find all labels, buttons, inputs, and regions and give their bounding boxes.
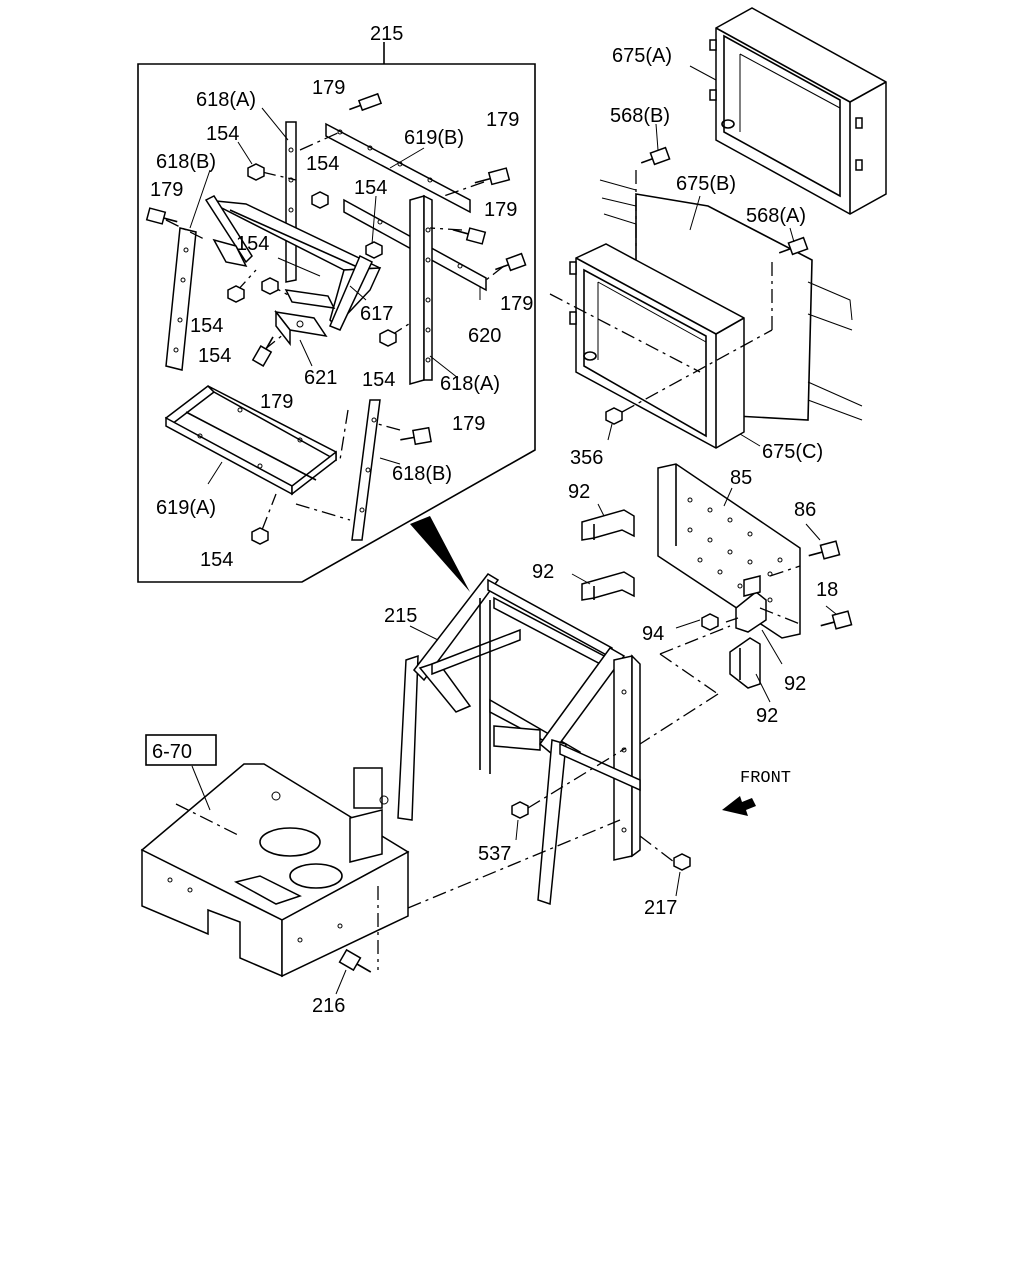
box-label-6-70 — [145, 734, 217, 811]
front-arrow-icon — [722, 796, 756, 816]
label-front: FRONT — [740, 769, 791, 788]
label-94: 94 — [642, 623, 664, 645]
frame-fasteners — [409, 625, 691, 897]
label-568a: 568(A) — [746, 205, 806, 227]
label-215-top: 215 — [370, 23, 403, 45]
label-356: 356 — [570, 447, 603, 469]
label-618b: 618(B) — [156, 151, 216, 173]
label-568b: 568(B) — [610, 105, 670, 127]
base-frame-6-70 — [140, 763, 621, 978]
plate-85 — [657, 463, 801, 639]
label-217: 217 — [644, 897, 677, 919]
label-179: 179 — [484, 199, 517, 221]
label-620: 620 — [468, 325, 501, 347]
stay-618b-left — [165, 227, 197, 371]
label-85: 85 — [730, 467, 752, 489]
stay-618b-lower — [351, 399, 381, 541]
plate-fasteners — [571, 487, 853, 745]
box-fasteners — [549, 65, 809, 447]
stay-618a-right — [409, 194, 433, 385]
label-18: 18 — [816, 579, 838, 601]
brackets-92 — [581, 509, 767, 689]
label-92: 92 — [532, 561, 554, 583]
label-154: 154 — [354, 177, 387, 199]
stay-618a-upper — [285, 121, 297, 283]
label-154: 154 — [236, 233, 269, 255]
label-675a: 675(A) — [612, 45, 672, 67]
base-bolt-216 — [335, 948, 372, 995]
label-619a: 619(A) — [156, 497, 216, 519]
frame-617 — [204, 195, 382, 331]
label-179: 179 — [486, 109, 519, 131]
label-675b: 675(B) — [676, 173, 736, 195]
label-92: 92 — [568, 481, 590, 503]
label-179: 179 — [500, 293, 533, 315]
label-154: 154 — [198, 345, 231, 367]
label-621: 621 — [304, 367, 337, 389]
detail-inset-frame — [137, 42, 536, 583]
label-6-70: 6-70 — [152, 741, 192, 763]
label-179: 179 — [150, 179, 183, 201]
fasteners-inset — [145, 92, 527, 545]
callout-labels: 215 179 618(A) 619(B) 179 154 618(B) 154… — [150, 23, 838, 1017]
label-154: 154 — [362, 369, 395, 391]
label-618a: 618(A) — [440, 373, 500, 395]
control-box-675a — [709, 7, 887, 215]
label-675c: 675(C) — [762, 441, 823, 463]
label-216: 216 — [312, 995, 345, 1017]
label-154: 154 — [200, 549, 233, 571]
label-154: 154 — [190, 315, 223, 337]
label-154: 154 — [306, 153, 339, 175]
label-154: 154 — [206, 123, 239, 145]
bracket-619b — [325, 122, 471, 214]
main-frame-215 — [397, 573, 641, 906]
label-215-mid: 215 — [384, 605, 417, 627]
detail-pointer-arrow — [410, 516, 470, 592]
label-537: 537 — [478, 843, 511, 865]
frame-619a — [164, 385, 337, 496]
label-92: 92 — [756, 705, 778, 727]
label-179: 179 — [312, 77, 345, 99]
label-179: 179 — [260, 391, 293, 413]
label-179: 179 — [452, 413, 485, 435]
control-box-675c — [569, 243, 745, 449]
label-86: 86 — [794, 499, 816, 521]
bracket-621 — [274, 289, 336, 347]
label-92: 92 — [784, 673, 806, 695]
inset-leaders — [189, 107, 481, 485]
label-619b: 619(B) — [404, 127, 464, 149]
label-617: 617 — [360, 303, 393, 325]
label-618b: 618(B) — [392, 463, 452, 485]
label-618a: 618(A) — [196, 89, 256, 111]
